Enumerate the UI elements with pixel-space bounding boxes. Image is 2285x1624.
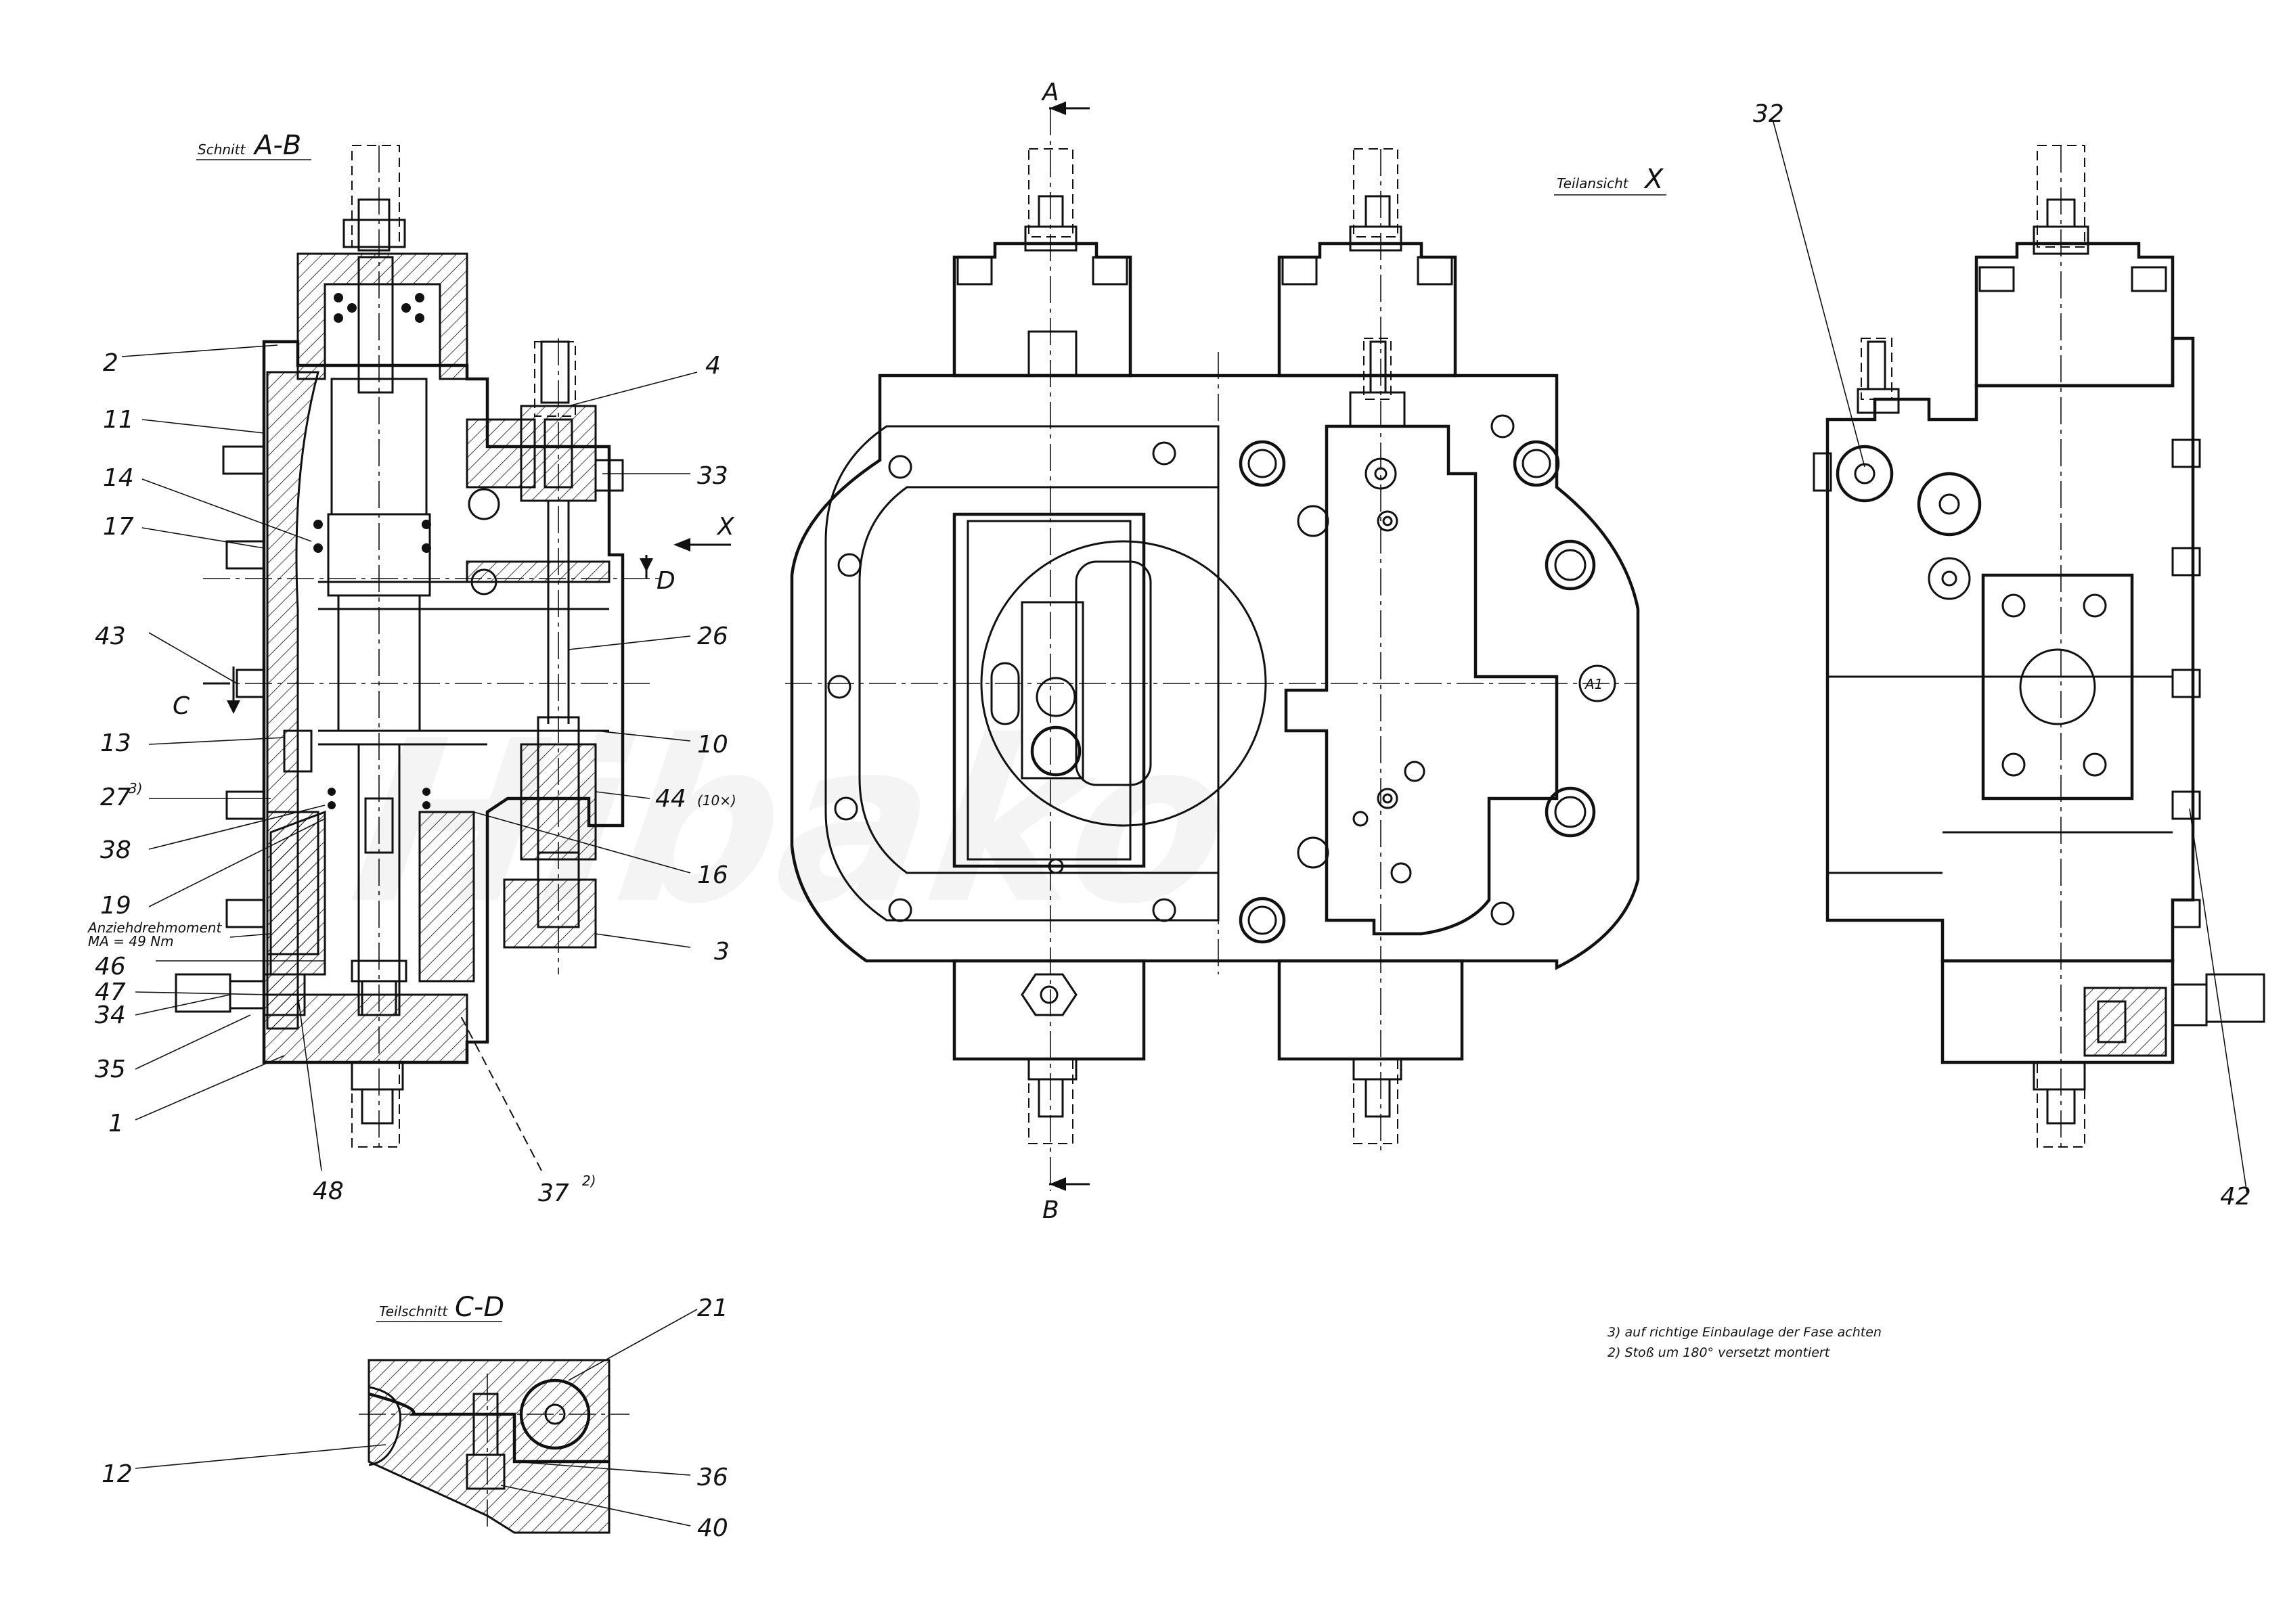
note-2: 2) Stoß um 180° versetzt montiert [1607,1345,1831,1360]
callout-11: 11 [103,406,134,434]
section-ab-title-prefix: Schnitt [198,141,246,158]
partial-view-x: Teilansicht X [1554,100,2265,1211]
marker-a: A [1041,78,1059,106]
callout-40: 40 [697,1514,728,1542]
section-cd-title-prefix: Teilschnitt [379,1303,448,1320]
callout-2: 2 [103,349,118,377]
callout-42: 42 [2220,1183,2251,1211]
section-ab-title: A-B [252,130,301,161]
callout-27: 27 [100,784,131,811]
callout-1: 1 [108,1110,124,1137]
section-ab-view: Schnitt A-B [87,130,736,1207]
callout-33: 33 [697,462,728,490]
callout-27-note: 3) [129,780,143,796]
callout-19: 19 [100,892,131,920]
callout-13: 13 [100,729,131,757]
callout-44: 44 [655,785,686,813]
marker-c: C [173,692,190,720]
section-cd-title: C-D [455,1292,504,1323]
callout-26: 26 [697,623,728,650]
marker-x: X [716,513,735,541]
callout-37-note: 2) [582,1173,596,1189]
callout-4: 4 [705,352,721,380]
torque-value: MA = 49 Nm [88,933,174,949]
center-front-view: A B [785,78,1640,1224]
callout-14: 14 [103,464,134,492]
callout-38: 38 [100,836,131,864]
callout-47: 47 [95,978,126,1006]
view-x-title-letter: X [1643,164,1664,195]
torque-label: Anziehdrehmoment [87,920,222,936]
port-a1: A1 [1584,676,1603,692]
callout-32: 32 [1753,100,1784,128]
callout-37: 37 [538,1179,569,1207]
callout-10: 10 [697,731,728,759]
callout-46: 46 [95,953,126,980]
callout-44-note: (10×) [697,792,736,809]
callout-17: 17 [103,513,134,541]
callout-3: 3 [714,938,730,966]
callout-21: 21 [697,1294,728,1322]
callout-34: 34 [95,1001,126,1029]
marker-b: B [1042,1196,1059,1224]
marker-d: D [657,567,675,595]
view-x-title-prefix: Teilansicht [1557,175,1629,191]
callout-48: 48 [313,1177,344,1205]
callout-43: 43 [95,623,126,650]
callout-16: 16 [697,861,728,889]
bolt-holes [827,414,1596,944]
callout-36: 36 [697,1464,728,1491]
callout-35: 35 [95,1056,126,1083]
note-3: 3) auf richtige Einbaulage der Fase acht… [1607,1325,1882,1340]
callout-12: 12 [102,1460,133,1488]
partial-section-cd: Teilschnitt C-D 21 12 36 40 [102,1292,728,1542]
